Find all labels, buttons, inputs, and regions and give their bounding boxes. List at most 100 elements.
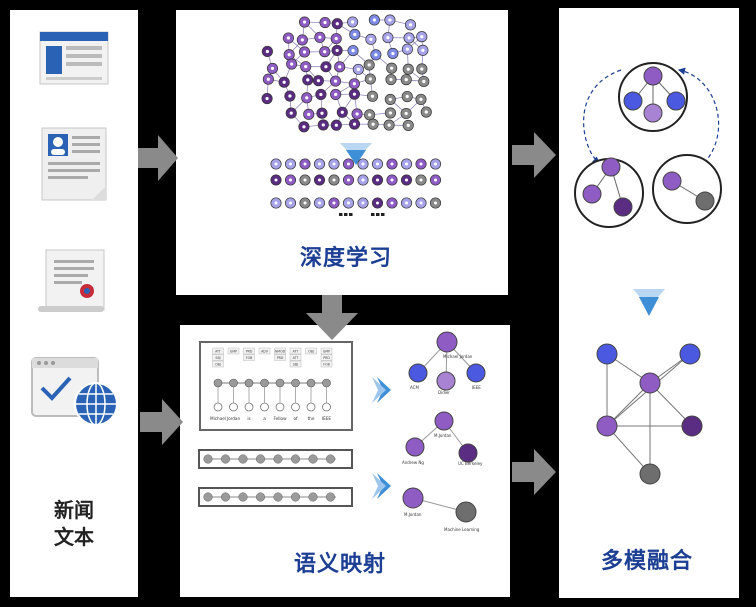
- vector-node-core: [303, 162, 307, 166]
- entity-graph-2: M.Jordan Andrew Ng UC Berkeley: [402, 411, 483, 466]
- token-node: [291, 402, 300, 412]
- tag-box: [289, 354, 302, 361]
- network-node-core: [424, 110, 428, 114]
- neural-network-graphic: [261, 14, 442, 216]
- tag-box: [289, 360, 302, 368]
- vector-node-core: [347, 201, 350, 205]
- flow-arrow-right-icon: [512, 449, 556, 495]
- network-node-core: [304, 65, 308, 69]
- graph-node: [582, 184, 602, 204]
- tag-label: PRD: [246, 349, 253, 353]
- tag-box: [212, 354, 224, 361]
- network-node-core: [408, 23, 413, 27]
- network-node-core: [340, 110, 344, 114]
- semantic-mapping-title: 语义映射: [294, 552, 387, 577]
- tag-label: GMP: [323, 349, 330, 353]
- network-node-core: [368, 113, 372, 117]
- flow-arrow-right-icon: [138, 135, 178, 181]
- network-node-core: [419, 97, 423, 101]
- sequence-node: [290, 492, 301, 502]
- network-node-core: [321, 123, 325, 127]
- vector-node-core: [274, 178, 278, 182]
- vector-node-core: [390, 201, 394, 205]
- news-text-title-line2: 文本: [54, 525, 94, 549]
- network-node-core: [288, 94, 292, 98]
- vector-node-core: [289, 178, 292, 182]
- network-node-core: [351, 20, 355, 24]
- network-node-core: [404, 111, 408, 116]
- network-node-core: [372, 18, 376, 22]
- token-node: [306, 402, 316, 412]
- graph-label: Machine Learning: [444, 527, 480, 532]
- vector-node-core: [318, 201, 321, 205]
- network-node-core: [316, 79, 321, 83]
- graph-label: Didier: [438, 390, 450, 395]
- graph-node: [681, 415, 703, 437]
- token-node: [229, 402, 238, 412]
- tag-label: OBJ: [308, 349, 314, 353]
- graph-node: [695, 191, 715, 211]
- entity-graph-1: Michael Jordan ACM Didier IEEE: [408, 331, 486, 395]
- vector-node-core: [361, 201, 365, 205]
- network-node-core: [323, 20, 327, 25]
- network-node-core: [265, 96, 269, 101]
- flow-arrow-right-icon: [512, 132, 556, 178]
- web-check-icon: [31, 357, 118, 426]
- network-node-core: [356, 67, 360, 71]
- network-node-core: [405, 47, 410, 51]
- network-node-core: [318, 35, 322, 39]
- network-node-core: [420, 67, 424, 71]
- tag-box: [320, 360, 333, 368]
- graph-node: [402, 487, 424, 509]
- network-node-core: [406, 123, 410, 127]
- sequence-node: [290, 454, 301, 464]
- vector-node-core: [303, 201, 307, 205]
- graph-label: Andrew Ng: [402, 460, 424, 465]
- graph-node: [405, 437, 425, 457]
- tag-box: [212, 360, 224, 368]
- vector-node-core: [318, 162, 321, 166]
- tag-label: SBJ: [215, 356, 220, 360]
- tag-label: FOB: [323, 362, 330, 366]
- blue-arrow-icon: [372, 377, 386, 403]
- graph-node: [436, 331, 458, 353]
- network-node-core: [369, 37, 373, 41]
- vector-node-core: [303, 178, 307, 182]
- token-label: Jordan: [226, 416, 241, 421]
- down-arrow-icon: [639, 297, 659, 316]
- graph-node: [666, 91, 686, 111]
- vector-node-core: [434, 162, 437, 166]
- token-label: Fellow: [273, 416, 287, 421]
- chain-node: [322, 378, 331, 388]
- network-node-core: [333, 79, 338, 83]
- vector-node-core: [405, 201, 408, 205]
- graph-node: [643, 66, 663, 86]
- graph-node: [679, 343, 701, 365]
- ellipsis-mark: [344, 213, 348, 216]
- vector-node-core: [274, 201, 278, 205]
- sequence-node: [273, 492, 283, 502]
- network-node-core: [305, 96, 309, 100]
- blue-arrow-icon: [372, 473, 386, 499]
- sequence-node: [308, 492, 318, 502]
- graph-node: [458, 443, 478, 463]
- tag-box: [243, 354, 255, 361]
- subgraph-circle-left: [574, 157, 644, 228]
- chain-node: [275, 378, 285, 388]
- token-node: [213, 402, 223, 412]
- chain-node: [260, 378, 269, 388]
- token-node: [260, 402, 269, 412]
- graph-node: [662, 171, 682, 191]
- tag-label: NMOD: [275, 349, 286, 353]
- sequence-node: [238, 454, 248, 464]
- network-node-core: [389, 77, 393, 82]
- sequence-node: [308, 454, 318, 464]
- chain-node: [291, 378, 300, 388]
- network-node-core: [352, 122, 357, 126]
- certificate-icon: [38, 249, 105, 312]
- sequence-node: [325, 492, 336, 502]
- ellipsis-mark: [339, 213, 343, 216]
- graph-label: UC Berkeley: [458, 461, 483, 466]
- token-node: [275, 402, 285, 412]
